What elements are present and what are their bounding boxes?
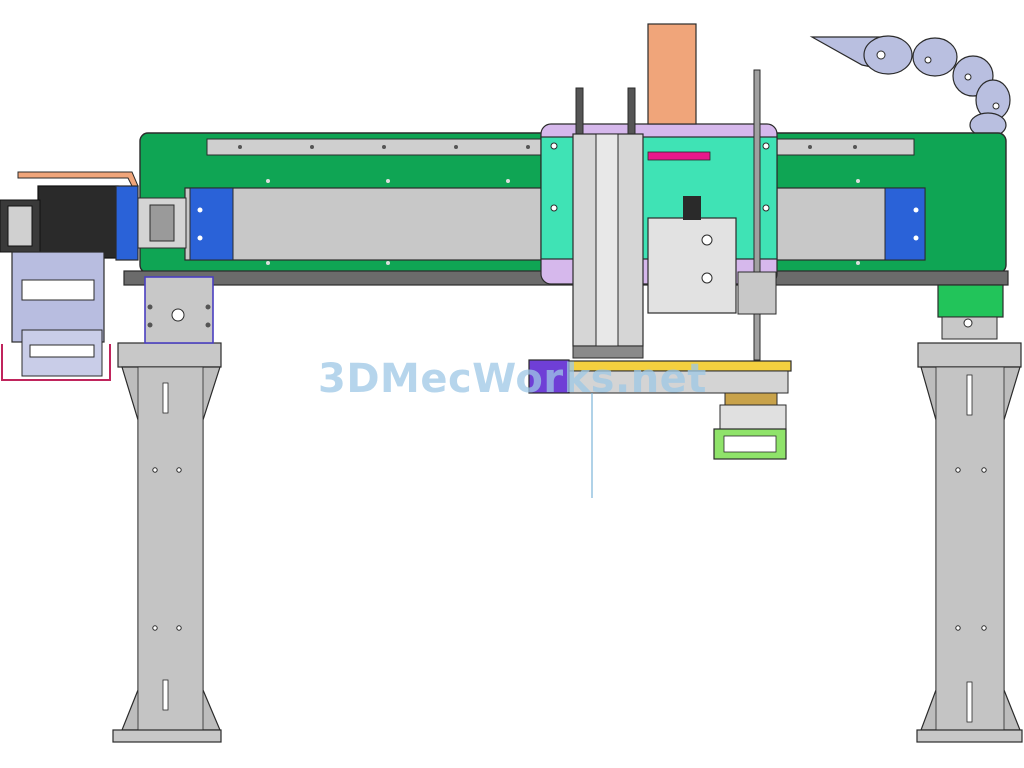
gripper-fingers [713, 404, 787, 460]
support-column-right [916, 342, 1023, 743]
cable-chain [809, 35, 1011, 138]
cable-cover [17, 171, 139, 187]
gripper-arm-plate [528, 359, 792, 498]
servo-motor [0, 185, 119, 381]
motor-coupling [115, 185, 214, 344]
pneumatic-cylinder [572, 69, 777, 361]
support-column-left [112, 342, 222, 743]
